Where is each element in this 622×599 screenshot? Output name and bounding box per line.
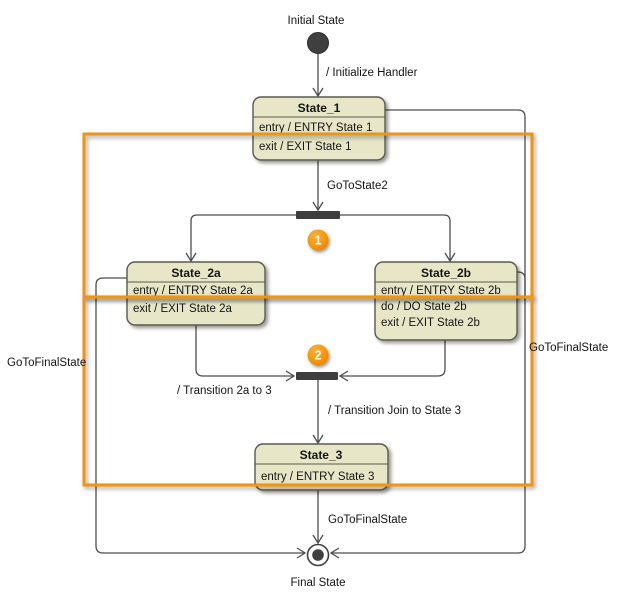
state-state2a: State_2a entry / ENTRY State 2a exit / E… xyxy=(126,261,266,326)
transition-lines xyxy=(95,54,526,559)
badge-1: 1 xyxy=(307,229,329,251)
edge-state2b-to-join xyxy=(341,340,446,377)
arrowhead-into-final-right xyxy=(329,547,340,559)
arrowhead-into-join-left xyxy=(285,370,296,382)
edge-fork-to-state2b xyxy=(340,214,451,260)
edge-state2a-to-join xyxy=(195,325,293,377)
badge-2-circle xyxy=(307,344,329,366)
arrowhead-into-state2b xyxy=(444,252,456,263)
state-state3: State_3 entry / ENTRY State 3 xyxy=(254,443,389,491)
badge-1-number: 1 xyxy=(315,234,322,248)
arrowhead-into-state1 xyxy=(312,87,324,98)
state3-title: State_3 xyxy=(300,448,343,462)
state2b-action-do: do / DO State 2b xyxy=(381,301,467,313)
arrowhead-into-final-left xyxy=(296,547,307,559)
badge-1-circle xyxy=(307,229,329,251)
final-state-node xyxy=(306,543,330,567)
transition-2a-to-3-label: / Transition 2a to 3 xyxy=(177,385,272,397)
state2a-title: State_2a xyxy=(171,266,221,280)
badge-2-number: 2 xyxy=(315,349,322,363)
state1-box xyxy=(252,96,386,161)
final-state-label: Final State xyxy=(291,577,346,589)
state3-action-entry: entry / ENTRY State 3 xyxy=(261,471,374,483)
state1-action-entry: entry / ENTRY State 1 xyxy=(259,122,372,134)
arrowhead-into-fork xyxy=(312,201,324,212)
initial-state-node xyxy=(307,32,329,54)
highlight-region-2 xyxy=(82,295,534,487)
state-state1: State_1 entry / ENTRY State 1 exit / EXI… xyxy=(252,96,386,161)
state2b-title: State_2b xyxy=(421,266,471,280)
edge-state2b-to-final-stub xyxy=(517,271,526,300)
goto-final-bottom-label: GoToFinalState xyxy=(328,514,407,526)
fork-bar xyxy=(296,211,340,219)
goto-state2-label: GoToState2 xyxy=(327,180,388,192)
final-state-inner-dot xyxy=(312,549,324,561)
edge-state2a-to-final-left xyxy=(95,277,304,554)
join-bar xyxy=(296,372,338,380)
edge-state1-to-final-right xyxy=(332,109,526,554)
state2b-action-exit: exit / EXIT State 2b xyxy=(381,317,480,329)
state2a-action-entry: entry / ENTRY State 2a xyxy=(133,285,253,297)
labels: Initial State / Initialize Handler GoToS… xyxy=(7,15,608,589)
arrowhead-into-state3 xyxy=(312,434,324,445)
transition-join-to-state3-label: / Transition Join to State 3 xyxy=(328,405,461,417)
initialize-handler-label: / Initialize Handler xyxy=(326,67,418,79)
arrowhead-into-final-top xyxy=(312,534,324,545)
state2b-action-entry: entry / ENTRY State 2b xyxy=(381,285,501,297)
initial-state-label: Initial State xyxy=(288,15,345,27)
goto-final-left-label: GoToFinalState xyxy=(7,357,86,369)
arrowhead-into-state2a xyxy=(185,252,197,263)
state2a-action-exit: exit / EXIT State 2a xyxy=(133,303,232,315)
state1-title: State_1 xyxy=(298,101,341,115)
state2a-box xyxy=(126,261,266,326)
arrowhead-into-join-right xyxy=(338,370,349,382)
goto-final-right-label: GoToFinalState xyxy=(529,342,608,354)
state-state2b: State_2b entry / ENTRY State 2b do / DO … xyxy=(374,261,518,341)
state3-box xyxy=(254,443,389,491)
badge-2: 2 xyxy=(307,344,329,366)
state1-action-exit: exit / EXIT State 1 xyxy=(259,141,351,153)
edge-fork-to-state2a xyxy=(190,214,296,260)
